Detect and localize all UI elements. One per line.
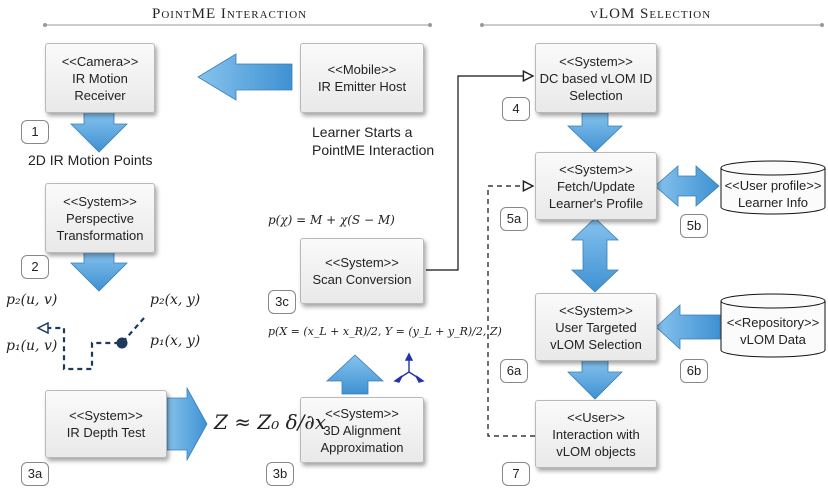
- box-text: Transformation: [56, 227, 144, 243]
- axes-icon: [393, 352, 425, 383]
- box-3d-alignment: <<System>> 3D Alignment Approximation: [300, 397, 424, 463]
- box-text: IR Depth Test: [66, 425, 146, 440]
- step-badge-5b: 5b: [680, 214, 708, 238]
- box-ir-motion-receiver: <<Camera>> IR Motion Receiver: [45, 43, 155, 113]
- title-vlom-selection: vLOM Selection: [590, 6, 712, 22]
- stereotype-label: <<Repository>>: [726, 315, 820, 330]
- step-badge-4: 4: [502, 97, 530, 121]
- box-text: Interaction with: [552, 426, 640, 442]
- arrow-camera-down: [70, 111, 128, 153]
- stereotype-label: <<System>>: [559, 161, 633, 177]
- cylinder-user-profile: [720, 160, 826, 215]
- cylinder-repository: [720, 293, 826, 358]
- label-learner-starts: Learner Starts a PointME Interaction: [312, 123, 435, 159]
- stereotype-label: <<System>>: [325, 255, 399, 270]
- arrow-fetch-targeted: [571, 217, 619, 293]
- box-text: IR Motion: [72, 70, 128, 86]
- box-ir-emitter-host: <<Mobile>> IR Emitter Host: [300, 43, 424, 113]
- cylinder-label: Learner Info: [737, 195, 809, 210]
- stereotype-label: <<Mobile>>: [327, 62, 397, 77]
- cylinder-user-profile-text: <<User profile>> Learner Info: [721, 177, 825, 211]
- arrow-depth-right: [166, 386, 208, 462]
- box-text: Scan Conversion: [312, 272, 412, 287]
- cylinder-repository-text: <<Repository>> vLOM Data: [721, 314, 825, 348]
- math-p2-uv: p₂(u, v): [6, 292, 58, 308]
- step-badge-3b: 3b: [266, 462, 294, 486]
- box-text: DC based vLOM ID: [539, 70, 653, 86]
- arrow-targeted-down: [567, 359, 623, 400]
- step-badge-7: 7: [502, 462, 530, 486]
- box-text: Receiver: [74, 87, 126, 103]
- box-text: vLOM Selection: [550, 336, 642, 352]
- connector-scan-to-dc: [426, 76, 533, 271]
- stereotype-label: <<Camera>>: [61, 53, 139, 69]
- box-text: vLOM objects: [556, 443, 636, 459]
- box-interaction-vlom-objects: <<User>> Interaction with vLOM objects: [535, 400, 657, 468]
- step-badge-6b: 6b: [680, 359, 708, 383]
- label-line: Learner Starts a: [312, 124, 413, 140]
- label-line: PointME Interaction: [312, 142, 435, 158]
- label-2d-ir-motion-points: 2D IR Motion Points: [28, 152, 153, 168]
- math-p2-xy: p₂(x, y): [150, 292, 201, 308]
- math-p1-xy: p₁(x, y): [150, 333, 201, 349]
- box-text: 3D Alignment: [323, 422, 401, 438]
- arrow-fetch-profile: [654, 165, 720, 207]
- box-text: Perspective: [66, 210, 134, 226]
- box-ir-depth-test: <<System>> IR Depth Test: [45, 390, 167, 458]
- trajectory-start-marker: [36, 321, 49, 335]
- arrow-perspective-down: [70, 249, 128, 292]
- box-user-targeted-selection: <<System>> User Targeted vLOM Selection: [535, 293, 657, 361]
- math-depth-eq: Z ≈ Z₀ δ/∂x: [214, 410, 327, 434]
- box-text: Approximation: [320, 439, 404, 455]
- stereotype-label: <<System>>: [559, 302, 633, 318]
- connector-interaction-to-fetch: [487, 186, 535, 437]
- box-fetch-update-profile: <<System>> Fetch/Update Learner's Profil…: [535, 152, 657, 220]
- cylinder-label: vLOM Data: [740, 332, 806, 347]
- step-badge-5a: 5a: [500, 207, 528, 231]
- step-badge-3c: 3c: [268, 290, 296, 314]
- stereotype-label: <<System>>: [69, 408, 143, 423]
- stereotype-label: <<User profile>>: [724, 178, 822, 193]
- trajectory-point: [116, 337, 128, 349]
- box-text: Fetch/Update: [556, 178, 636, 194]
- arrow-mobile-to-camera: [197, 53, 293, 101]
- step-badge-1: 1: [21, 120, 49, 144]
- stereotype-label: <<System>>: [63, 193, 137, 209]
- math-p1-uv: p₁(u, v): [6, 338, 58, 354]
- title-pointme-interaction: PointME Interaction: [152, 6, 308, 22]
- math-scan-conversion-eq: p(χ) = M + χ(S − M): [268, 213, 395, 227]
- box-perspective-transformation: <<System>> Perspective Transformation: [45, 183, 155, 253]
- box-text: Learner's Profile: [548, 195, 644, 211]
- step-badge-6a: 6a: [500, 359, 528, 383]
- stereotype-label: <<User>>: [567, 409, 625, 425]
- box-scan-conversion: <<System>> Scan Conversion: [300, 238, 424, 304]
- box-dc-vlom-id-selection: <<System>> DC based vLOM ID Selection: [535, 43, 657, 113]
- step-badge-2: 2: [21, 255, 49, 279]
- arrow-repo-to-targeted: [655, 304, 721, 350]
- box-text: User Targeted: [555, 319, 637, 335]
- math-alignment-eq: p(X = (x_L + x_R)/2, Y = (y_L + y_R)/2, …: [268, 325, 502, 338]
- arrow-align-up: [325, 354, 385, 395]
- stereotype-label: <<System>>: [559, 53, 633, 69]
- step-badge-3a: 3a: [21, 462, 49, 486]
- box-text: Selection: [569, 87, 623, 103]
- arrow-dc-down: [567, 112, 623, 153]
- stereotype-label: <<System>>: [325, 405, 399, 421]
- box-text: IR Emitter Host: [317, 79, 407, 94]
